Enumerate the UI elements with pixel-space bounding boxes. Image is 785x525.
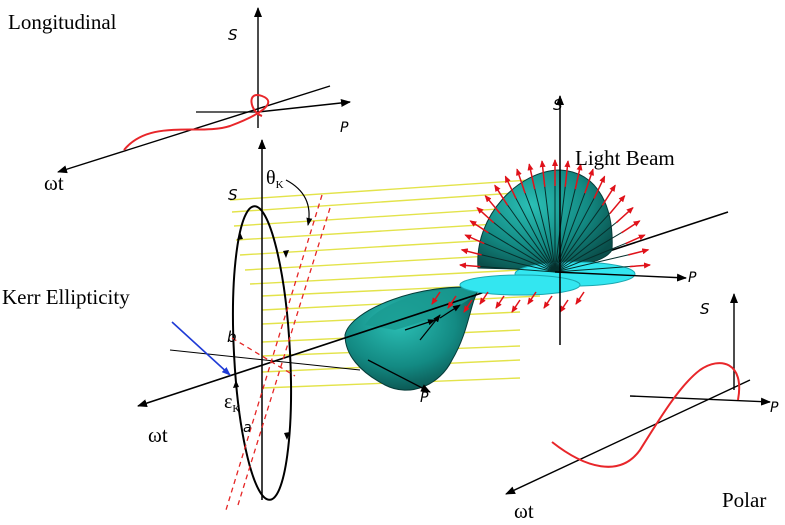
field-vector-arrow: [527, 163, 536, 190]
longitudinal-wave: [123, 93, 270, 151]
lobe-field-line: [485, 230, 556, 273]
field-vector-arrow: [504, 175, 517, 199]
kerr-ellipticity-label: Kerr Ellipticity: [2, 285, 130, 309]
field-vector-arrow: [629, 262, 651, 269]
polar-wt-axis: [505, 379, 751, 495]
lobe-field-line: [477, 265, 556, 273]
polar-wave: [551, 362, 741, 468]
field-vector-arrow: [494, 184, 509, 206]
field-vector-arrow: [574, 163, 583, 190]
longitudinal-s-label: S: [228, 26, 238, 44]
field-vector-arrow: [469, 220, 489, 234]
beam-axis-arrows: [404, 304, 461, 341]
lower-lobe: [344, 286, 481, 391]
field-vector-arrow: [464, 234, 485, 245]
field-vector-arrow: [431, 291, 441, 305]
field-vector-arrow: [593, 175, 606, 199]
field-vector-arrow: [543, 295, 553, 309]
field-vector-arrow: [459, 262, 481, 269]
theta-k-label: θK: [266, 167, 284, 191]
field-vector-arrow: [621, 220, 641, 234]
beam-s-label: S: [553, 96, 563, 114]
field-vector-arrow: [476, 207, 495, 224]
lobe-field-line: [513, 194, 556, 273]
longitudinal-label: Longitudinal: [8, 10, 117, 34]
lobe-field-line: [478, 253, 556, 273]
field-vector-arrow: [628, 248, 650, 256]
polar-wt-label: ωt: [514, 499, 534, 523]
polar-p-label: P: [770, 400, 779, 416]
field-vector-arrow: [479, 291, 489, 305]
field-vector-arrow: [527, 291, 537, 305]
longitudinal-p-axis: [257, 98, 351, 113]
main-wt-label: ωt: [148, 423, 168, 447]
field-vector-arrow: [609, 195, 626, 214]
lobe-field-line: [554, 210, 613, 273]
lobe-field-line: [554, 185, 577, 273]
field-vector-arrow: [615, 207, 634, 224]
field-vector-arrow: [495, 295, 505, 309]
field-vector-arrow: [539, 160, 546, 187]
field-vector-arrow: [484, 195, 501, 214]
kerr-ellipticity-arrow: [171, 321, 231, 376]
field-vector-arrow: [460, 248, 482, 256]
lobe-field-line: [554, 202, 605, 273]
main-wt-axis: [137, 211, 729, 407]
field-vector-arrow: [511, 299, 521, 313]
field-vector-arrow: [575, 291, 585, 305]
ellipse-p-axis: [169, 349, 361, 371]
polar-axes: [505, 293, 771, 495]
lobe-field-line: [481, 241, 556, 273]
lobe-field-line: [543, 182, 556, 273]
lobe-field-line: [523, 189, 556, 273]
lobe-p-axis: [367, 359, 431, 393]
upper-lobe: [431, 159, 651, 313]
field-vector-arrow: [584, 168, 594, 194]
lobe-field-line: [554, 253, 632, 273]
lobe-field-line: [497, 210, 556, 273]
lobe-field-line: [554, 241, 629, 273]
field-vector-arrow: [447, 295, 457, 309]
lobe-field-line: [533, 185, 556, 273]
field-vector-arrow: [559, 299, 569, 313]
field-vector-arrow: [625, 234, 646, 245]
field-vector-arrow: [516, 168, 526, 194]
lobe-p-label: P: [420, 390, 429, 406]
theta-arc: [285, 179, 313, 226]
lobe-field-line: [554, 230, 625, 273]
lobe-field-line: [554, 265, 633, 273]
longitudinal-wt-label: ωt: [44, 171, 64, 195]
polar-p-axis: [629, 395, 771, 406]
lobe-field-line: [505, 202, 556, 273]
field-vector-arrow: [463, 299, 473, 313]
lobe-field-line: [554, 194, 597, 273]
polar-label: Polar: [722, 488, 766, 512]
ellipse-s-label: S: [228, 186, 238, 204]
kerr-rotation-dashes: [225, 194, 331, 511]
a-label: a: [243, 420, 252, 436]
b-label: b: [227, 328, 237, 346]
beam-p-label: P: [688, 270, 697, 286]
longitudinal-axes: [57, 7, 351, 174]
beam-p-axis: [554, 271, 687, 282]
lobe-field-line: [554, 220, 620, 273]
polar-s-label: S: [700, 300, 710, 318]
longitudinal-p-label: P: [340, 120, 349, 136]
polarization-ellipse: [169, 139, 361, 501]
field-vector-arrow: [564, 160, 571, 187]
field-vector-arrow: [601, 184, 616, 206]
epsilon-k-label: εK: [224, 391, 240, 415]
light-beam-label: Light Beam: [575, 146, 675, 170]
lobe-field-line: [490, 220, 556, 273]
